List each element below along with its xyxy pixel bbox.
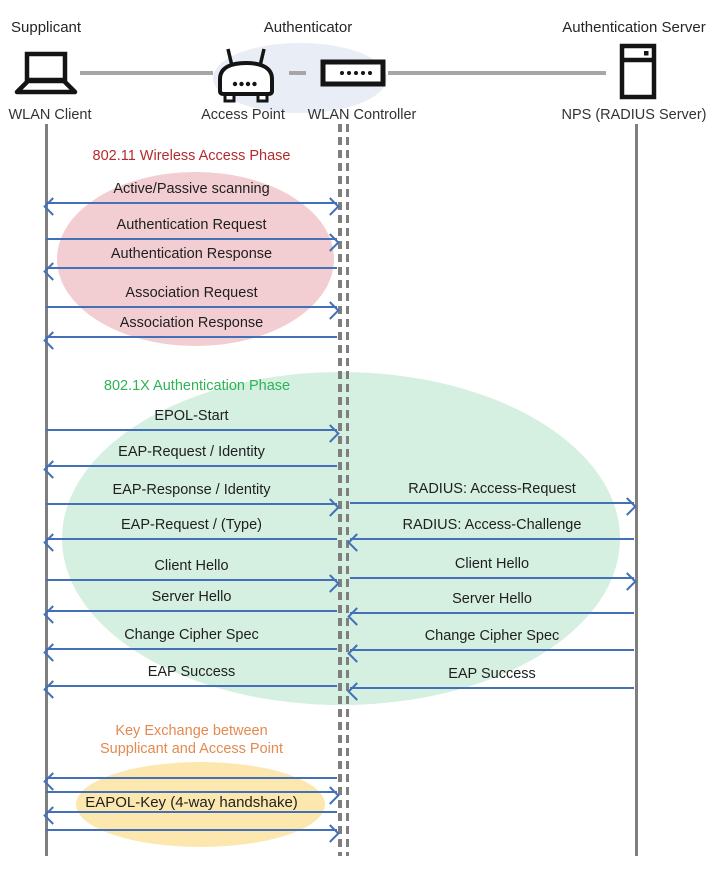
phase3-title: Key Exchange between Supplicant and Acce…	[46, 722, 337, 758]
arrow-left-icon	[46, 685, 337, 687]
arrow-left-icon	[46, 538, 337, 540]
role-authentication-server: Authentication Server	[562, 19, 706, 36]
controller-lifeline-right	[345, 124, 349, 856]
arrow-right-icon	[46, 429, 337, 431]
arrow-right-icon	[46, 829, 337, 831]
message-label: EAP-Request / Identity	[118, 444, 265, 460]
arrow-right-icon	[46, 306, 337, 308]
connector-controller-server	[388, 71, 606, 75]
message-label: Client Hello	[454, 556, 530, 572]
message-label: EAP Success	[448, 666, 536, 682]
controller-box-icon	[320, 59, 386, 87]
arrow-left-icon	[46, 777, 337, 779]
arrow-left-icon	[46, 648, 337, 650]
message-label: Association Request	[125, 285, 258, 301]
laptop-icon	[14, 51, 78, 95]
arrow-both-icon	[46, 202, 337, 204]
device-wlan-client: WLAN Client	[8, 107, 92, 123]
phase3-title-line2: Supplicant and Access Point	[100, 741, 283, 757]
arrow-right-icon	[46, 579, 337, 581]
phase3-title-line1: Key Exchange between	[115, 723, 268, 739]
message-label: EPOL-Start	[154, 408, 229, 424]
device-wlan-controller: WLAN Controller	[307, 107, 417, 123]
arrow-left-icon	[350, 649, 634, 651]
eapol-key-label: EAPOL-Key (4-way handshake)	[85, 794, 298, 811]
message-label: Server Hello	[452, 591, 532, 607]
message-label: Authentication Request	[116, 217, 267, 233]
message-label: EAP-Request / (Type)	[120, 517, 263, 533]
controller-lifeline-left	[338, 124, 342, 856]
device-access-point: Access Point	[201, 107, 285, 123]
arrow-right-icon	[46, 791, 337, 793]
server-lifeline	[635, 124, 638, 856]
message-label: Authentication Response	[110, 246, 273, 262]
arrow-left-icon	[46, 465, 337, 467]
connector-client-ap	[80, 71, 213, 75]
message-label: RADIUS: Access-Challenge	[402, 517, 582, 533]
arrow-left-icon	[46, 811, 337, 813]
arrow-right-icon	[350, 577, 634, 579]
device-nps-server: NPS (RADIUS Server)	[561, 107, 707, 123]
arrow-right-icon	[46, 503, 337, 505]
arrow-left-icon	[350, 687, 634, 689]
message-label: Active/Passive scanning	[113, 181, 270, 197]
message-label: EAP-Response / Identity	[112, 482, 271, 498]
arrow-left-icon	[350, 612, 634, 614]
message-label: Association Response	[119, 315, 264, 331]
role-authenticator: Authenticator	[263, 19, 353, 36]
message-label: Change Cipher Spec	[424, 628, 560, 644]
arrow-right-icon	[46, 238, 337, 240]
client-lifeline	[45, 124, 48, 856]
message-label: RADIUS: Access-Request	[408, 481, 576, 497]
arrow-left-icon	[46, 267, 337, 269]
server-tower-icon	[619, 43, 657, 100]
phase2-title: 802.1X Authentication Phase	[103, 378, 291, 394]
message-label: Server Hello	[151, 589, 232, 605]
message-label: Client Hello	[154, 558, 229, 574]
arrow-right-icon	[350, 502, 634, 504]
role-supplicant: Supplicant	[11, 19, 82, 36]
message-label: Change Cipher Spec	[124, 627, 259, 643]
phase1-title: 802.11 Wireless Access Phase	[92, 148, 291, 164]
phase1-ellipse	[57, 172, 334, 346]
arrow-left-icon	[46, 336, 337, 338]
arrow-left-icon	[350, 538, 634, 540]
message-label: EAP Success	[147, 664, 236, 680]
arrow-left-icon	[46, 610, 337, 612]
wireless-router-icon	[218, 48, 274, 103]
connector-ap-controller	[289, 71, 306, 75]
